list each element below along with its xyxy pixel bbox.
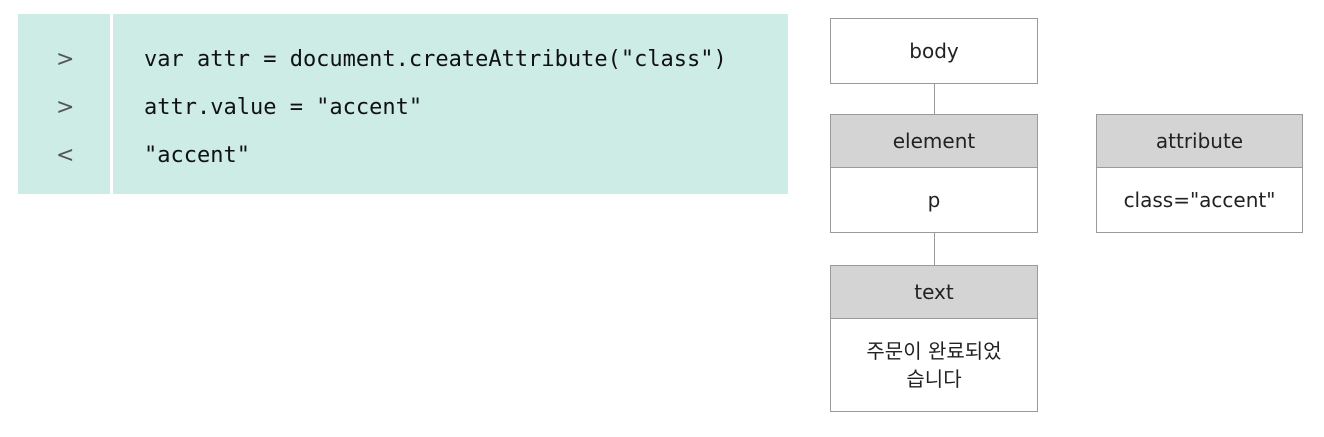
attribute-node-header: attribute (1096, 114, 1303, 168)
console-divider (110, 14, 113, 194)
text-node-value-line: 주문이 완료되었 (866, 339, 1002, 363)
element-node-header-label: element (892, 129, 976, 153)
text-node-header-label: text (914, 280, 954, 304)
body-node: body (830, 18, 1038, 84)
console-code: attr.value = "accent" (144, 95, 423, 120)
console-line: < "accent" (18, 138, 788, 174)
text-node-value-block: 주문이 완료되었 습니다 (831, 319, 1037, 411)
output-prompt-icon: < (56, 143, 75, 168)
console-panel: > var attr = document.createAttribute("c… (18, 14, 788, 194)
element-node-header: element (830, 114, 1038, 168)
input-prompt-icon: > (56, 95, 75, 120)
console-code: "accent" (144, 143, 250, 168)
text-node-value-line: 습니다 (906, 367, 962, 391)
console-code: var attr = document.createAttribute("cla… (144, 47, 727, 72)
element-node-value-label: p (927, 188, 941, 212)
input-prompt-icon: > (56, 47, 75, 72)
connector-body-element (934, 84, 935, 114)
console-line: > var attr = document.createAttribute("c… (18, 42, 788, 78)
body-node-label: body (909, 39, 959, 63)
connector-element-text (934, 233, 935, 265)
attribute-node-header-label: attribute (1155, 129, 1244, 153)
attribute-node-value-label: class="accent" (1123, 188, 1276, 212)
attribute-node-value: class="accent" (1096, 167, 1303, 233)
text-node-value: 주문이 완료되었 습니다 (830, 318, 1038, 412)
console-line: > attr.value = "accent" (18, 90, 788, 126)
text-node-header: text (830, 265, 1038, 319)
element-node-value: p (830, 167, 1038, 233)
